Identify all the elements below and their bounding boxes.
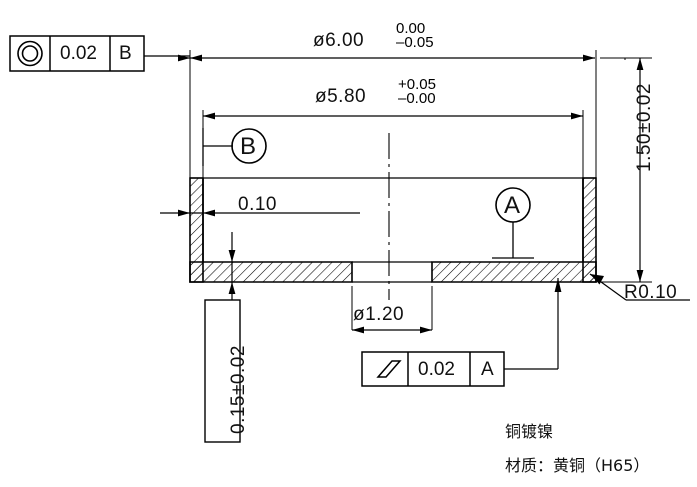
datum-callout-a-label: A: [504, 192, 521, 219]
dimension-inner-diameter: [203, 112, 583, 120]
tol-lower-value: 0.00: [406, 90, 436, 107]
fcf-parallelism-datum: A: [481, 359, 494, 380]
base-thickness-text-box: [204, 299, 241, 443]
dimension-corner-radius-value: R0.10: [624, 282, 678, 303]
dimension-wall-thickness-value: 0.10: [238, 194, 277, 215]
fcf-concentricity-tolerance: 0.02: [60, 43, 97, 64]
dimension-height-value: 1.50±0.02: [634, 83, 655, 172]
fcf-parallelism-tolerance: 0.02: [418, 359, 455, 380]
datum-callout-b-label: B: [240, 133, 257, 160]
dimension-outer-diameter-value: ø6.00: [313, 30, 365, 51]
tol-upper-value: 0.05: [406, 76, 436, 93]
note-material: 材质：黄铜（H65）: [505, 456, 650, 475]
tol-upper-sign: +: [398, 76, 407, 93]
datum-callout-b: [202, 128, 267, 166]
dimension-wall-thickness: [160, 209, 360, 217]
datum-callout-a: [492, 187, 534, 259]
tol-lower-sign: –: [396, 34, 405, 51]
tol-upper-value: 0.00: [396, 20, 426, 37]
dimension-inner-diameter-value: ø5.80: [315, 86, 367, 107]
fcf-parallelism-frame[interactable]: [361, 278, 562, 387]
fcf-concentricity-frame[interactable]: [9, 35, 190, 72]
dimension-base-thickness: [228, 232, 236, 312]
dimension-base-thickness-value: 0.15±0.02: [228, 345, 249, 434]
dimension-inner-diameter-tolerance: +0.05 –0.00: [398, 76, 436, 107]
dimension-hole-diameter: [352, 326, 432, 334]
part-cross-section: [189, 177, 597, 283]
extension-lines: [189, 50, 652, 330]
fcf-concentricity-datum: B: [119, 43, 132, 64]
leader-corner-radius: [589, 273, 690, 301]
dimension-hole-diameter-value: ø1.20: [353, 304, 405, 325]
note-plating: 铜镀镍: [505, 422, 554, 441]
tol-lower-sign: –: [398, 90, 407, 107]
dimension-height: [636, 58, 644, 282]
dimension-outer-diameter-tolerance: 0.00 –0.05: [396, 20, 434, 51]
dimension-outer-diameter: [178, 54, 595, 62]
tol-lower-value: 0.05: [404, 34, 434, 51]
